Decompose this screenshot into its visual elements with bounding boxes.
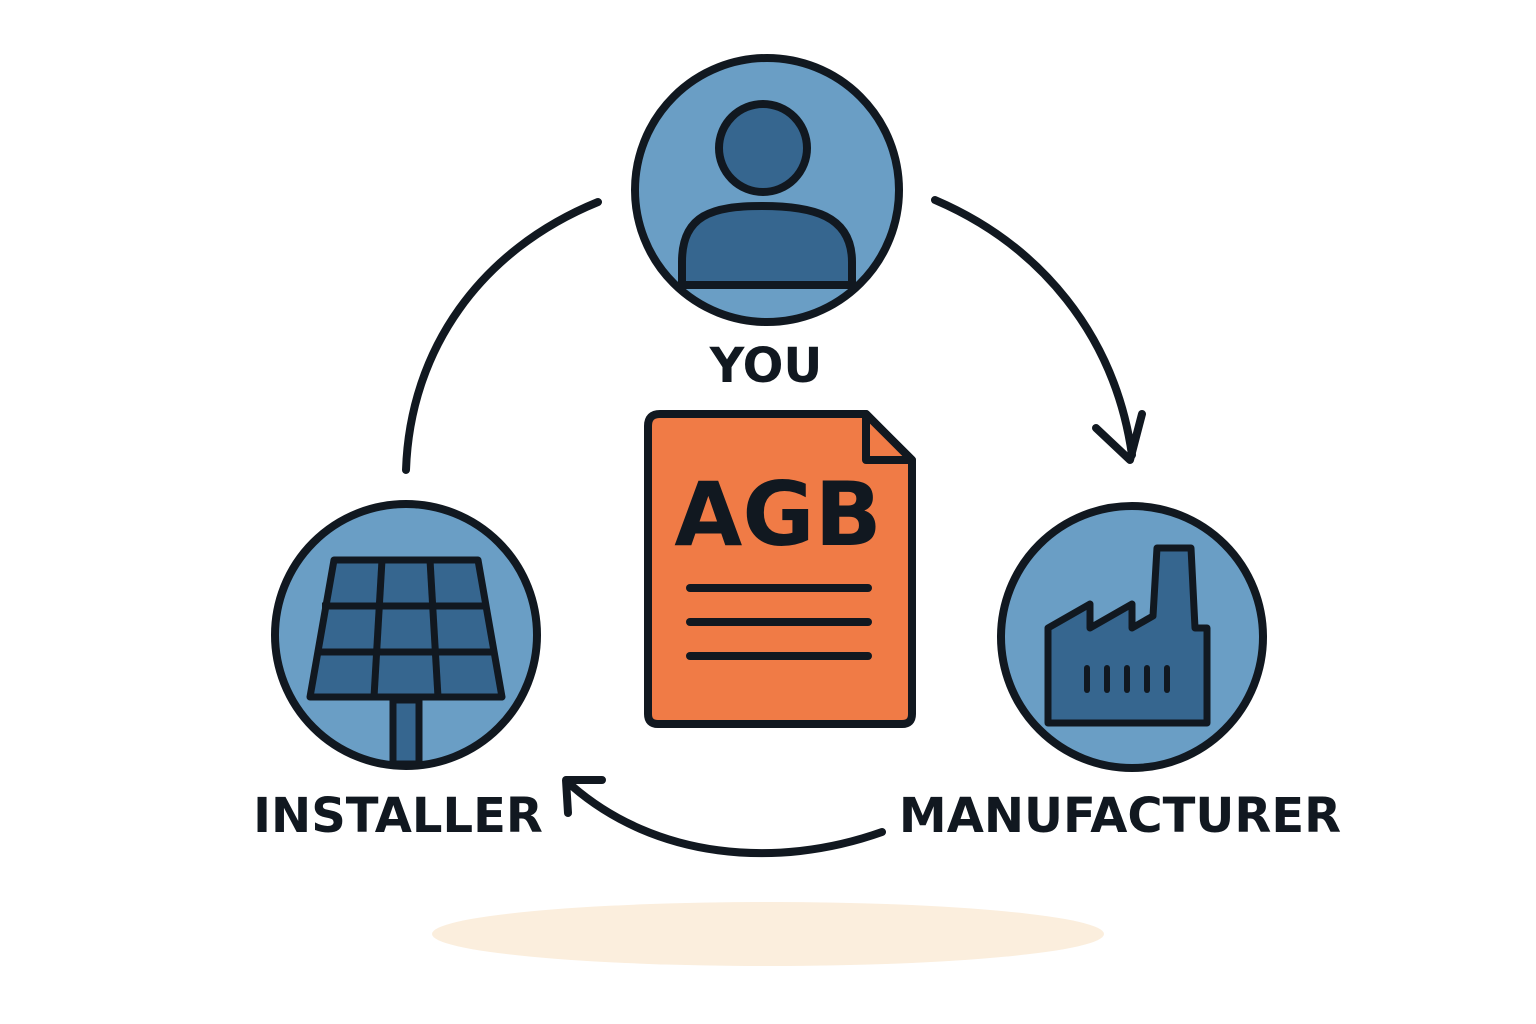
connector-installer-to-you <box>402 198 602 474</box>
arrow-you-to-manufacturer <box>931 196 1136 459</box>
manufacturer-label: MANUFACTURER <box>899 788 1341 844</box>
document-title: AGB <box>674 463 881 566</box>
installer-label: INSTALLER <box>253 788 543 844</box>
node-installer: INSTALLER <box>253 500 543 844</box>
arrow-manufacturer-to-installer <box>568 782 886 858</box>
document-text-lines <box>686 584 872 660</box>
cycle-arrows <box>402 196 1146 858</box>
ground-shadow <box>432 902 1104 966</box>
agb-document: AGB <box>644 410 916 728</box>
arrowhead-manufacturer <box>1092 410 1146 464</box>
node-you: YOU <box>631 54 903 394</box>
node-manufacturer: MANUFACTURER <box>899 502 1341 844</box>
solar-panel-icon <box>306 556 506 768</box>
document-icon <box>644 410 916 728</box>
person-icon <box>678 100 856 289</box>
arrowhead-installer <box>562 776 606 817</box>
you-label: YOU <box>709 338 823 394</box>
document-fold-corner <box>862 410 916 464</box>
factory-icon <box>1044 544 1211 727</box>
